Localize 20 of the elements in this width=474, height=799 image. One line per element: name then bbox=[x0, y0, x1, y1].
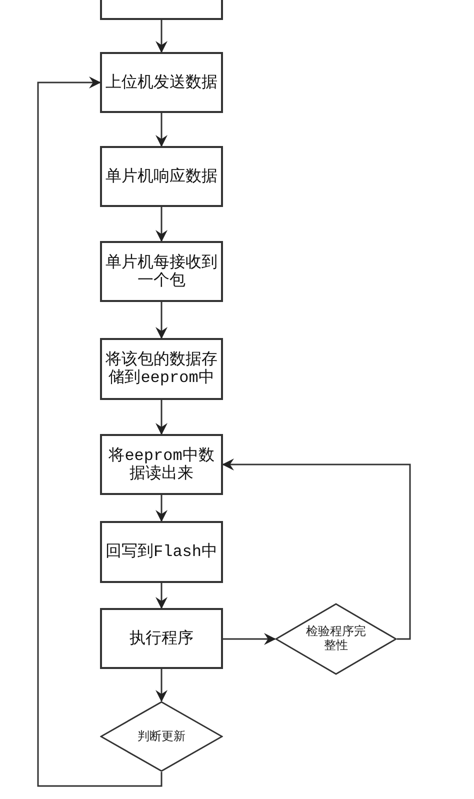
process-box: 单片机每接收到一个包 bbox=[100, 241, 223, 302]
arrow bbox=[222, 458, 411, 640]
decision-diamond: 检验程序完整性 bbox=[275, 603, 397, 675]
arrow bbox=[223, 633, 276, 645]
arrow bbox=[156, 669, 168, 702]
arrow bbox=[156, 207, 168, 242]
process-box: 执行程序 bbox=[100, 608, 223, 669]
arrow bbox=[37, 76, 162, 787]
arrow bbox=[156, 113, 168, 147]
process-box: 将eeprom中数据读出来 bbox=[100, 434, 223, 495]
process-box: 单片机响应数据 bbox=[100, 146, 223, 207]
process-box: 将该包的数据存储到eeprom中 bbox=[100, 338, 223, 400]
arrow bbox=[156, 400, 168, 435]
arrow bbox=[156, 495, 168, 522]
process-box: 回写到Flash中 bbox=[100, 521, 223, 583]
arrow bbox=[156, 302, 168, 339]
arrow bbox=[156, 583, 168, 609]
arrow bbox=[156, 20, 168, 53]
decision-diamond: 判断更新 bbox=[100, 701, 223, 772]
process-box: 上位机发送数据 bbox=[100, 52, 223, 113]
